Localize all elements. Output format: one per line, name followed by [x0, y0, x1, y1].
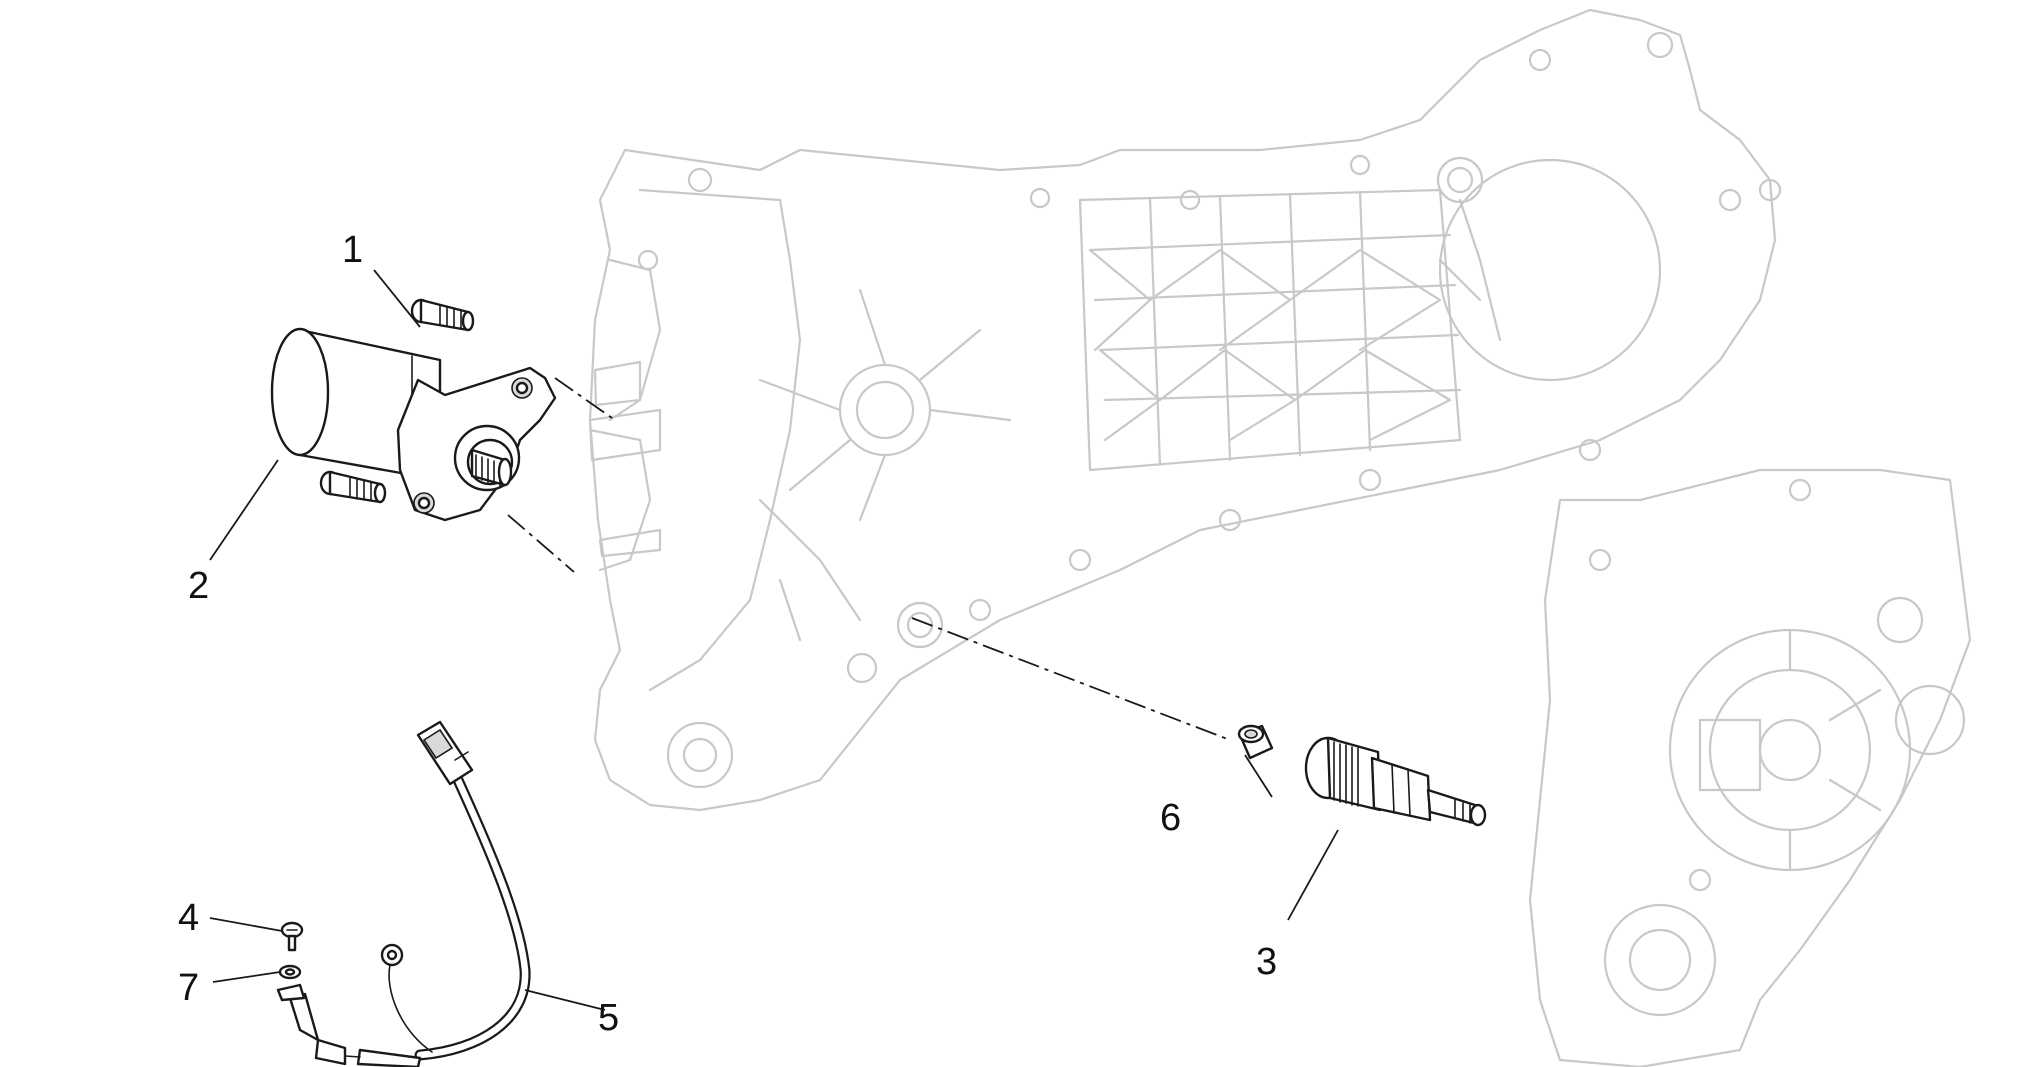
starter-bolt	[319, 298, 475, 504]
starter-motor	[270, 327, 557, 522]
starter-drive	[1304, 736, 1487, 827]
terminal-screw	[280, 921, 304, 952]
bushing	[1237, 724, 1274, 760]
callout-3: 3	[1256, 941, 1277, 983]
transmission-cover-ghost	[1528, 468, 1972, 1067]
callout-2: 2	[188, 565, 209, 607]
callout-6: 6	[1160, 797, 1181, 839]
callout-1: 1	[342, 229, 363, 271]
callouts: 1 2 3 4 5 6 7	[178, 229, 1277, 1039]
wiring-harness	[276, 720, 531, 1067]
callout-5: 5	[598, 997, 619, 1039]
callout-7: 7	[178, 967, 199, 1009]
assembly-axes	[507, 377, 1231, 741]
leader-lines	[209, 269, 1339, 1011]
washer	[278, 964, 302, 980]
crankcase-ghost	[588, 8, 1782, 812]
callout-4: 4	[178, 897, 199, 939]
